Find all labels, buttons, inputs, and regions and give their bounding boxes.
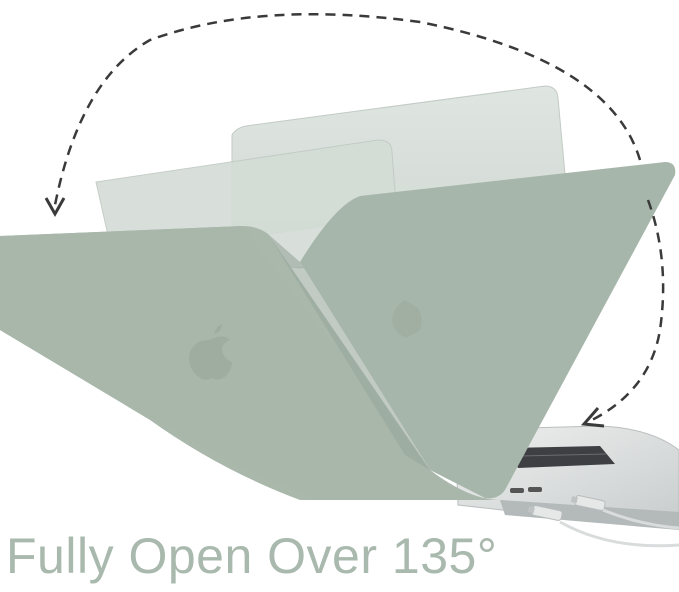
case-front-panel	[0, 226, 480, 500]
keyboard	[510, 446, 615, 468]
curved-arrow-icon	[53, 12, 642, 206]
arrowhead-left-icon	[44, 197, 66, 218]
caption-text: Fully Open Over 135°	[6, 528, 498, 584]
arrowhead-right-icon	[580, 407, 605, 428]
usb-c-port	[528, 487, 542, 492]
usb-c-port	[510, 488, 524, 493]
apple-logo-reflection-icon	[392, 300, 422, 338]
apple-logo-icon	[189, 324, 232, 380]
case-fold-shadow	[268, 234, 430, 470]
curved-arrow-icon	[591, 199, 665, 422]
usb-c-cable-icon	[527, 495, 679, 548]
case-lid-right	[300, 162, 676, 499]
